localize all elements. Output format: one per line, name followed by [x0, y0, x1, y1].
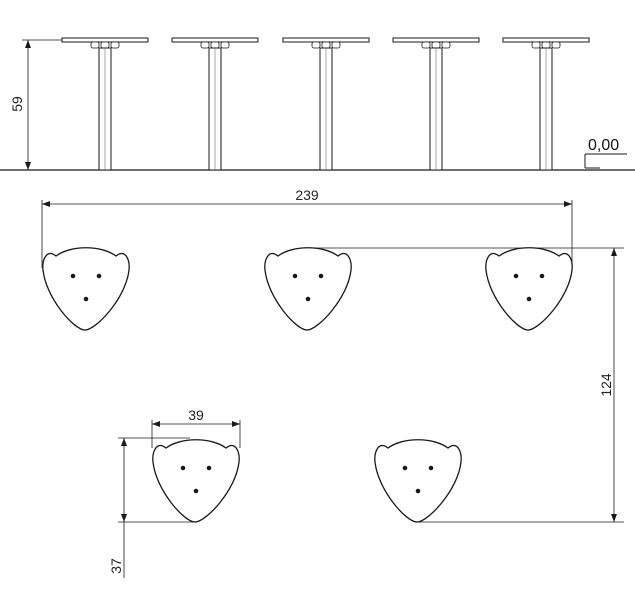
elevation-view: 59	[0, 37, 635, 171]
seat-top	[374, 439, 462, 523]
seat-depth-dimension: 37	[108, 437, 196, 578]
height-dimension-label: 59	[9, 96, 25, 112]
seat-width-dimension: 39	[151, 407, 241, 448]
stool-elevation	[392, 37, 480, 171]
level-marker: 0,00	[584, 137, 627, 169]
overall-depth-dimension: 124	[310, 247, 624, 523]
stool-elevation	[61, 37, 149, 171]
seat-top	[42, 247, 130, 331]
stool-elevation	[282, 37, 370, 171]
seat-top	[152, 439, 240, 523]
overall-width-dimension: 239	[41, 187, 573, 268]
stool-elevation	[502, 37, 590, 171]
height-dimension: 59	[9, 39, 62, 170]
seat-top	[264, 247, 352, 331]
overall-depth-label: 124	[598, 373, 614, 397]
seat-width-label: 39	[188, 407, 204, 423]
plan-view: 239 124 39 37	[41, 187, 624, 578]
level-marker-label: 0,00	[588, 137, 619, 154]
stool-elevation	[171, 37, 259, 171]
seat-depth-label: 37	[108, 558, 124, 574]
seat-top	[485, 247, 573, 331]
overall-width-label: 239	[295, 187, 319, 203]
